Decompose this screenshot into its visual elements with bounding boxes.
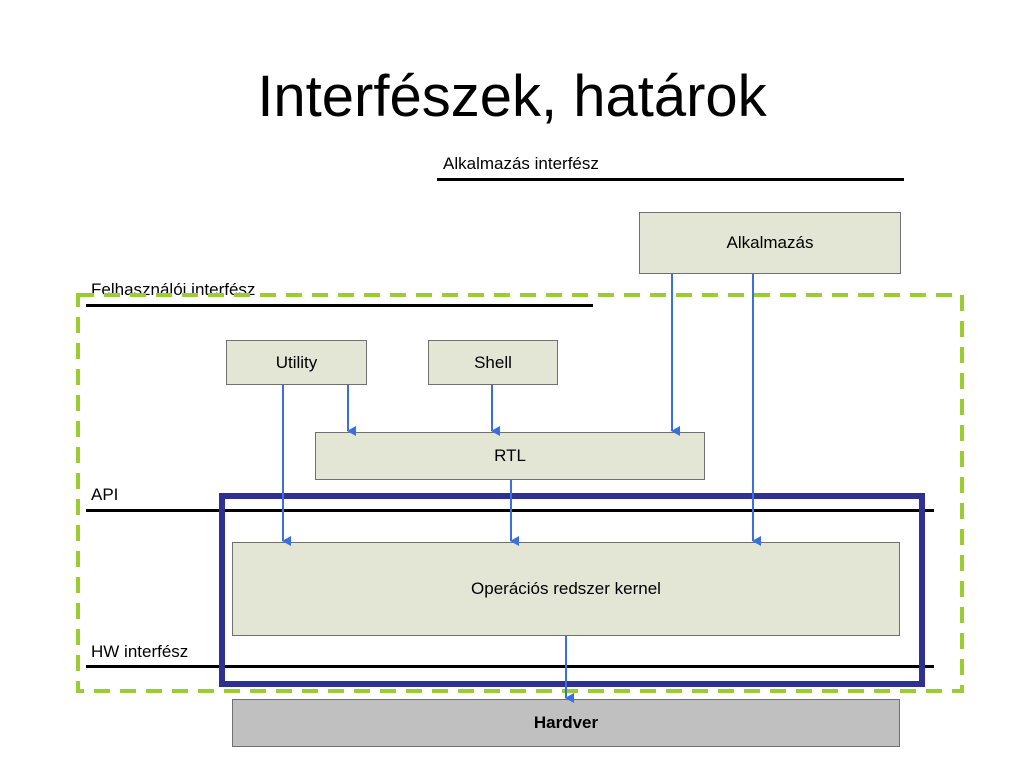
kernel-box: Operációs redszer kernel bbox=[232, 542, 900, 636]
application-box: Alkalmazás bbox=[639, 212, 901, 274]
application-interface-line bbox=[437, 178, 904, 181]
api-line bbox=[86, 509, 934, 512]
api-label: API bbox=[91, 485, 119, 504]
hw-interface-line bbox=[86, 665, 934, 668]
application-interface-label: Alkalmazás interfész bbox=[443, 154, 599, 173]
user-interface-line bbox=[86, 304, 593, 307]
hw-interface-label: HW interfész bbox=[91, 642, 189, 661]
user-interface-label: Felhasználói interfész bbox=[91, 280, 256, 299]
shell-box: Shell bbox=[428, 340, 558, 385]
slide-title: Interfészek, határok bbox=[257, 64, 767, 129]
rtl-box: RTL bbox=[315, 432, 705, 480]
hardware-box: Hardver bbox=[232, 699, 900, 747]
utility-box: Utility bbox=[226, 340, 367, 385]
